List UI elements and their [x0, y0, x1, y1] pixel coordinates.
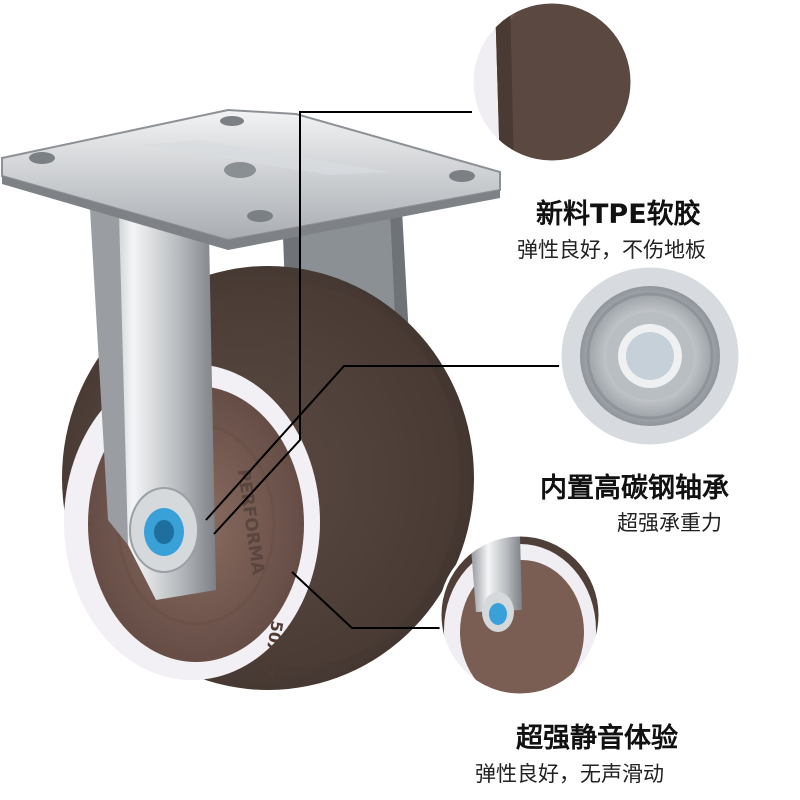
callout-title-tpe: 新料TPE软胶	[536, 199, 701, 230]
detail-circle-hub	[438, 533, 602, 697]
plate-center-hole	[224, 162, 256, 178]
leader-line-middle	[205, 365, 560, 521]
plate-bolt-hole	[449, 170, 475, 182]
plate-bolt-hole	[247, 210, 273, 222]
plate-bolt-hole	[29, 152, 55, 164]
axle-bolt	[129, 487, 199, 573]
callout-title-silent: 超强静音体验	[516, 723, 678, 754]
detail-circle-tpe	[470, 0, 634, 164]
callout-subtitle-tpe: 弹性良好，不伤地板	[517, 238, 706, 262]
leader-line-top	[213, 111, 472, 535]
detail-circle-bearing	[558, 264, 742, 448]
leader-line-bottom	[291, 571, 442, 629]
callout-title-bearing: 内置高碳钢轴承	[540, 473, 729, 504]
plate-bolt-hole	[220, 116, 244, 126]
mounting-plate	[0, 108, 501, 250]
callout-subtitle-bearing: 超强承重力	[617, 511, 722, 535]
callout-subtitle-silent: 弹性良好，无声滑动	[475, 762, 664, 786]
